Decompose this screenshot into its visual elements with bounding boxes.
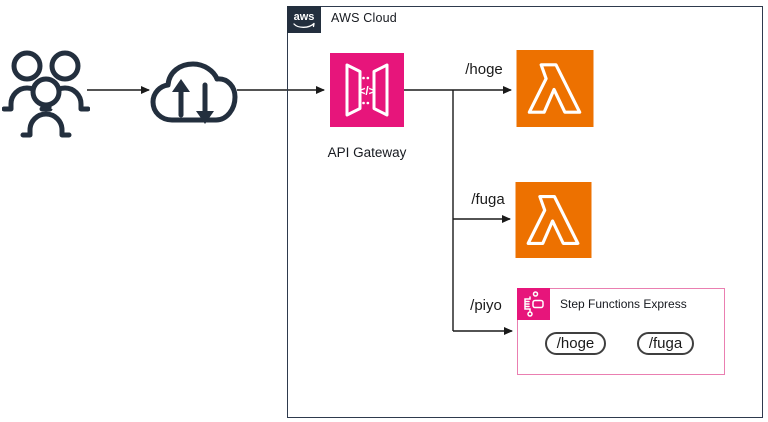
step-functions-group: Step Functions Express /hoge /fuga (516, 287, 725, 375)
step-functions-icon (516, 287, 550, 320)
step-functions-label: Step Functions Express (560, 297, 687, 311)
aws-logo: aws (287, 6, 321, 33)
api-gateway-label: API Gateway (327, 145, 407, 160)
state-pill-hoge: /hoge (545, 332, 606, 355)
lambda-icon (515, 182, 592, 258)
route-label-hoge: /hoge (465, 61, 503, 78)
state-pill-fuga-text: /fuga (648, 335, 683, 352)
state-pill-fuga: /fuga (637, 332, 694, 355)
state-pill-hoge-text: /hoge (556, 335, 595, 352)
api-gateway-icon: </> (330, 53, 404, 127)
aws-cloud-label: AWS Cloud (331, 11, 397, 25)
api-gateway-glyph-text: </> (358, 84, 375, 98)
lambda-icon (516, 50, 594, 127)
aws-logo-text: aws (294, 11, 315, 23)
route-label-fuga: /fuga (471, 191, 505, 208)
route-label-piyo: /piyo (470, 297, 502, 314)
aws-logo-background (287, 6, 321, 33)
aws-smile-swoosh (293, 22, 315, 28)
users-icon (2, 50, 90, 138)
cloud-up-down-icon (150, 61, 238, 124)
aws-cloud-boundary (287, 6, 763, 418)
